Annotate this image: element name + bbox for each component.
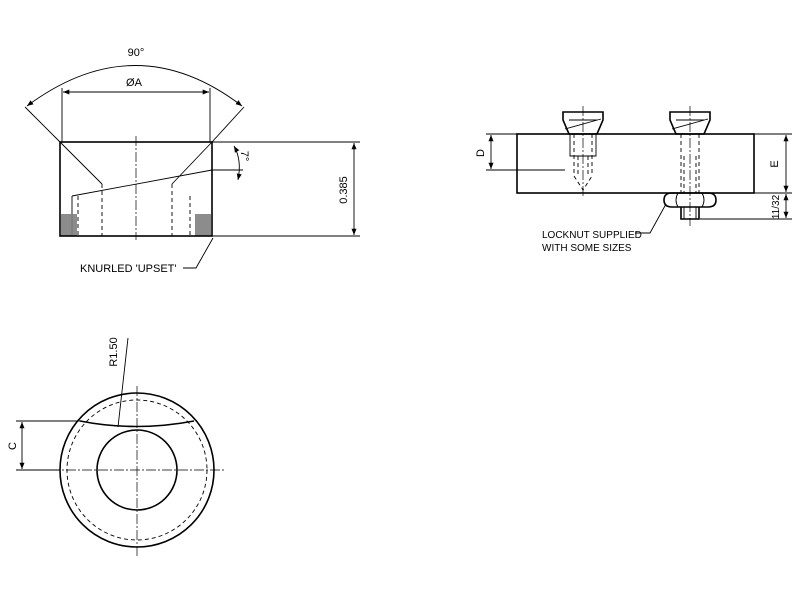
angle-90-label: 90°: [128, 47, 145, 59]
radius-leader: [117, 337, 129, 428]
locknut-label-line1: LOCKNUT SUPPLIED: [542, 230, 642, 241]
locknut-leader: [635, 203, 667, 234]
knurl-hatch-right: [195, 214, 211, 236]
bar-outline: [516, 133, 755, 194]
assembly-view: D E 11/32 LOCKNUT SUPPLIED WITH SOME SIZ…: [475, 106, 792, 254]
dia-a-extensions: [61, 88, 211, 142]
knurled-label: KNURLED 'UPSET': [80, 263, 177, 275]
angle-90-arc: [26, 65, 243, 107]
dim-1132-label: 11/32: [771, 194, 782, 219]
screw-left: [562, 106, 604, 196]
locknut-label-line2: WITH SOME SIZES: [542, 243, 632, 254]
knurl-hatch-left: [61, 214, 77, 236]
radius-flat: [79, 420, 195, 428]
end-view: R1.50 C: [7, 337, 224, 558]
dim-e-extensions: [754, 133, 792, 194]
dim-d-extensions: [486, 133, 565, 171]
angle-extension-right: [211, 106, 245, 143]
dim-0385-extensions: [212, 141, 360, 237]
dia-a-label: ØA: [126, 77, 143, 89]
dim-0385-label: 0.385: [338, 176, 350, 204]
dim-d-label: D: [475, 149, 487, 157]
screw-right: [669, 106, 711, 226]
angle-7-label: 7°: [238, 151, 250, 162]
radius-label: R1.50: [108, 337, 120, 366]
angle-7-arc: [233, 145, 242, 181]
slope-cut-line: [71, 169, 213, 197]
knurled-leader: [183, 237, 214, 269]
countersink-lines: [59, 141, 213, 185]
locknut: [663, 192, 717, 220]
dim-c-label: C: [7, 442, 19, 450]
angle-extension-left: [24, 106, 61, 143]
dim-e-label: E: [769, 160, 781, 167]
side-section-view: 90° ØA 7° 0.385 KNURLED 'UP: [24, 47, 360, 275]
dim-c-extensions: [16, 420, 82, 471]
